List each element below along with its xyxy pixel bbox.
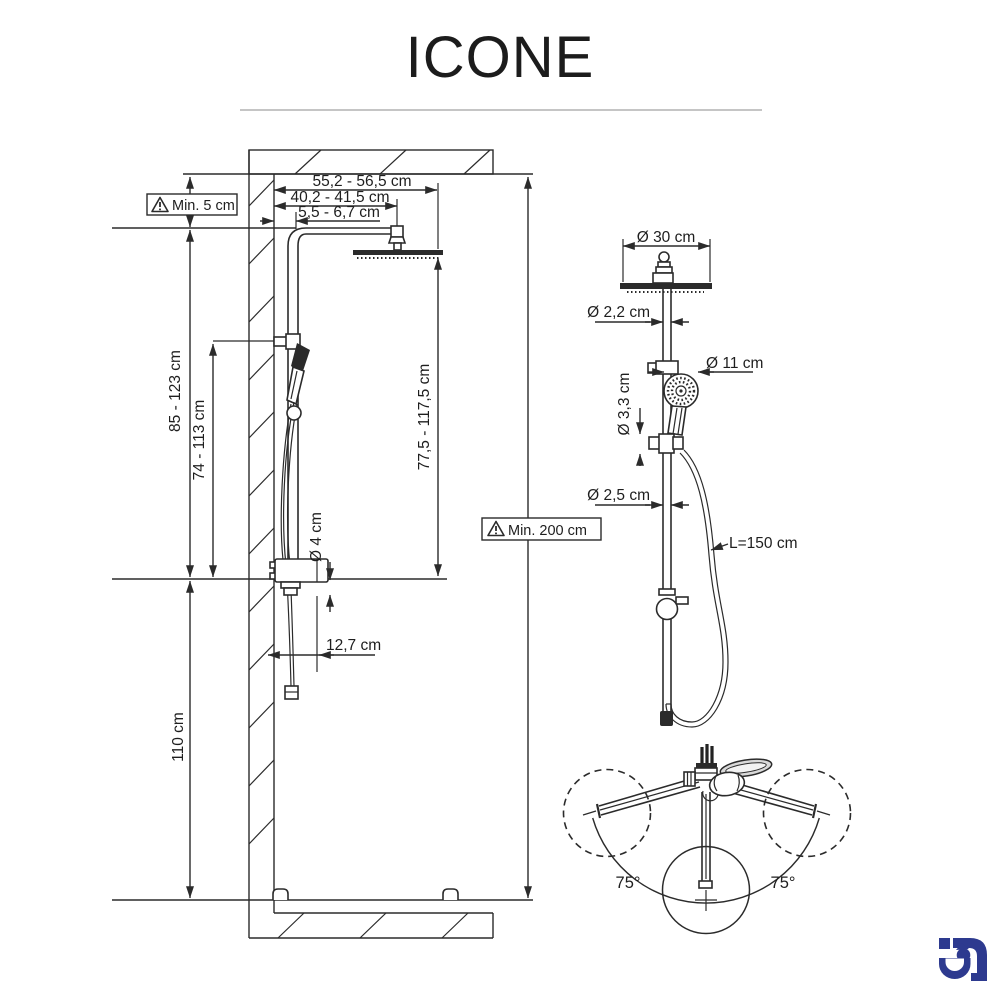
holder-knob-side xyxy=(286,405,302,421)
side-dimensions xyxy=(186,176,532,899)
ceiling-section xyxy=(183,149,533,175)
dim-outlet-depth: 12,7 cm xyxy=(326,637,381,654)
angle-left-label: 75° xyxy=(616,874,641,892)
dim-lower-column: Ø 2,5 cm xyxy=(587,487,650,504)
tray-foot xyxy=(442,888,459,900)
brand-logo xyxy=(939,938,987,981)
warning-min-5cm: Min. 5 cm xyxy=(146,193,238,216)
handshower-head-top xyxy=(708,771,746,797)
tray-foot xyxy=(272,888,289,900)
dim-hose-length: L=150 cm xyxy=(729,535,798,552)
rotation-position-left xyxy=(562,768,652,858)
slider-bracket-front xyxy=(648,433,684,454)
floor-section xyxy=(112,888,533,939)
mixer-side xyxy=(269,558,329,596)
head-ball-joint xyxy=(387,236,407,244)
front-view: Ø 30 cm Ø 2,2 cm xyxy=(587,229,798,728)
title-divider xyxy=(240,109,762,111)
angle-right-label: 75° xyxy=(771,874,796,892)
dim-head-drop: 77,5 - 117,5 cm xyxy=(416,364,433,471)
dim-handshower-height: 85 - 123 cm xyxy=(167,350,184,432)
rain-head-front xyxy=(620,251,712,293)
hand-shower-head-side xyxy=(291,343,310,374)
dim-upper-column: Ø 2,2 cm xyxy=(587,304,650,321)
rotation-position-right xyxy=(762,768,852,858)
dim-handshower-diameter: Ø 11 cm xyxy=(706,355,763,372)
dim-head-diameter: Ø 30 cm xyxy=(637,229,696,246)
dim-outlet-diameter: Ø 4 cm xyxy=(308,512,325,562)
dim-outlet-height: 110 cm xyxy=(170,712,187,762)
column-end-cap xyxy=(660,711,673,726)
swivel-arc xyxy=(592,817,820,904)
mixer-top-view xyxy=(683,744,773,802)
hose-front xyxy=(665,449,729,728)
warning-min200-label: Min. 200 cm xyxy=(508,523,587,539)
dim-holder-height: 74 - 113 cm xyxy=(191,400,208,481)
dim-overall-depth: 55,2 - 56,5 cm xyxy=(312,173,411,190)
dim-slider-diameter: Ø 3,3 cm xyxy=(616,373,633,436)
shower-column-front xyxy=(662,289,672,712)
side-view: 55,2 - 56,5 cm 40,2 - 41,5 cm 5,5 - 6,7 … xyxy=(112,149,602,939)
hand-shower-side xyxy=(273,333,310,700)
shower-column-side xyxy=(287,225,443,560)
dim-head-depth: 40,2 - 41,5 cm xyxy=(290,189,389,206)
warning-min5-label: Min. 5 cm xyxy=(172,198,235,214)
wall-section xyxy=(248,150,275,938)
rain-head-side xyxy=(353,250,443,255)
diverter-valve-front xyxy=(655,588,689,621)
warning-min-200cm: Min. 200 cm xyxy=(481,517,602,541)
rotation-view: 75° 75° xyxy=(562,744,852,935)
rotation-arms xyxy=(582,776,831,911)
page-title: ICONE xyxy=(405,25,595,90)
dim-wall-offset: 5,5 - 6,7 cm xyxy=(298,204,380,221)
